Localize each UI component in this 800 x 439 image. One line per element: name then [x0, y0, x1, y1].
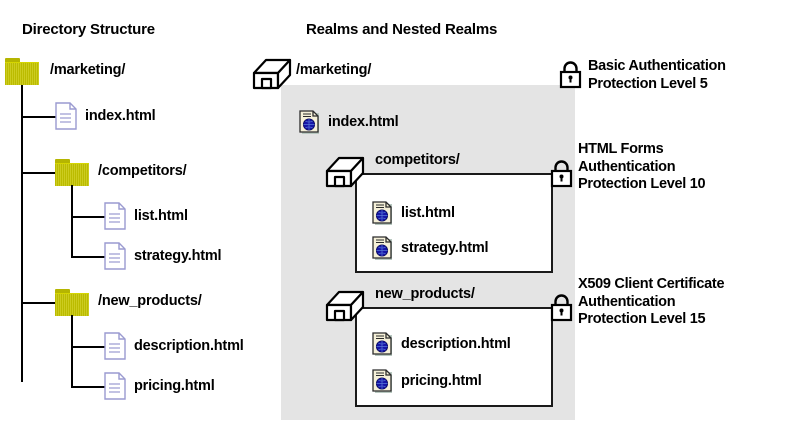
annotation-line: Protection Level 5	[588, 75, 708, 92]
tree-label-new-products: /new_products/	[98, 293, 202, 309]
document-icon	[104, 372, 126, 400]
realm-lock-connector	[355, 307, 565, 309]
tree-label-description-html: description.html	[134, 338, 244, 354]
realm-label-new-products: new_products/	[375, 286, 475, 302]
realm-label-marketing: /marketing/	[296, 62, 372, 78]
realm-file-label-index-html: index.html	[328, 114, 399, 130]
realm-file-label-pricing-html: pricing.html	[401, 373, 482, 389]
folder-icon	[5, 58, 39, 85]
tree-label-list-html: list.html	[134, 208, 188, 224]
annotation-line: Authentication	[578, 293, 676, 310]
realm-annotation-competitors: HTML Forms Authentication Protection Lev…	[578, 141, 706, 194]
realm-label-competitors: competitors/	[375, 152, 460, 168]
tree-branch-line	[71, 346, 105, 348]
tree-branch-line	[71, 256, 105, 258]
document-icon	[104, 332, 126, 360]
realm-file-label-strategy-html: strategy.html	[401, 240, 489, 256]
annotation-line: X509 Client Certificate	[578, 276, 725, 292]
tree-subtrunk-line	[71, 315, 73, 388]
document-icon	[104, 202, 126, 230]
html-document-icon	[372, 332, 393, 357]
tree-branch-line	[71, 386, 105, 388]
realm-lock-connector	[355, 173, 565, 175]
annotation-line: Basic Authentication	[588, 58, 726, 74]
annotation-line: Protection Level 15	[578, 311, 706, 327]
html-document-icon	[299, 110, 320, 135]
tree-branch-line	[21, 302, 56, 304]
folder-icon	[55, 289, 89, 316]
tree-subtrunk-line	[71, 185, 73, 258]
realm-house-icon	[325, 155, 365, 189]
document-icon	[104, 242, 126, 270]
tree-branch-line	[71, 216, 105, 218]
tree-label-strategy-html: strategy.html	[134, 248, 222, 264]
realm-annotation-new-products: X509 Client Certificate Authentication P…	[578, 276, 725, 329]
html-document-icon	[372, 236, 393, 261]
html-document-icon	[372, 369, 393, 394]
tree-trunk-line	[21, 82, 23, 382]
realm-file-label-list-html: list.html	[401, 205, 455, 221]
realm-file-label-description-html: description.html	[401, 336, 511, 352]
realm-annotation-marketing: Basic Authentication Protection Level 5	[588, 58, 726, 93]
realm-house-icon	[325, 289, 365, 323]
tree-label-competitors: /competitors/	[98, 163, 187, 179]
tree-label-index-html: index.html	[85, 108, 156, 124]
tree-branch-line	[21, 172, 56, 174]
tree-label-marketing: /marketing/	[50, 62, 126, 78]
lock-icon	[558, 60, 583, 89]
annotation-line: HTML Forms	[578, 141, 664, 157]
tree-branch-line	[21, 116, 56, 118]
realm-house-icon	[252, 57, 292, 91]
html-document-icon	[372, 201, 393, 226]
document-icon	[55, 102, 77, 130]
left-panel-title: Directory Structure	[22, 21, 155, 38]
annotation-line: Protection Level 10	[578, 176, 706, 192]
folder-icon	[55, 159, 89, 186]
lock-icon	[549, 293, 574, 322]
right-panel-title: Realms and Nested Realms	[306, 21, 498, 38]
lock-icon	[549, 159, 574, 188]
tree-label-pricing-html: pricing.html	[134, 378, 215, 394]
annotation-line: Authentication	[578, 158, 676, 175]
